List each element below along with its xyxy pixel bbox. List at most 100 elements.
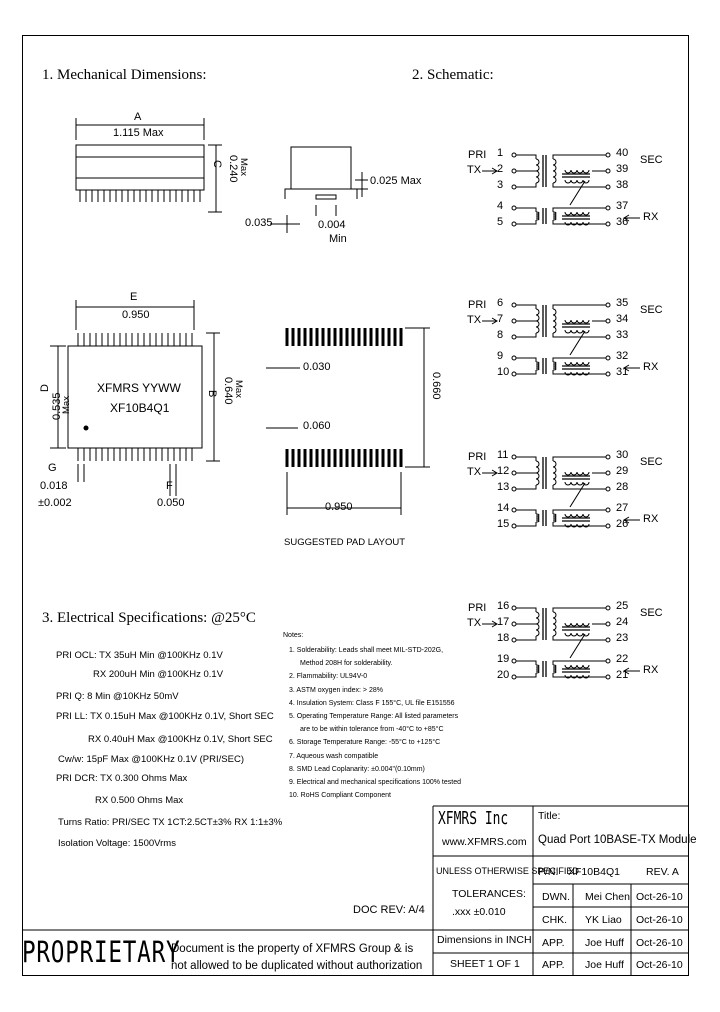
electrical-spec-line: PRI DCR: TX 0.300 Ohms Max [56, 773, 188, 784]
approval-date: Oct-26-10 [636, 914, 683, 926]
pin-number: 28 [616, 481, 629, 493]
company-website: www.XFMRS.com [442, 836, 527, 848]
pin-number: 2 [497, 163, 504, 175]
pin-number: 38 [616, 179, 629, 191]
electrical-heading: 3. Electrical Specifications: @25°C [42, 610, 256, 626]
tx-label: TX [467, 164, 482, 176]
sec-label: SEC [640, 607, 663, 619]
approval-date: Oct-26-10 [636, 891, 683, 903]
dim-c-max: Max [238, 158, 249, 176]
approval-role: CHK. [542, 914, 568, 926]
pad-span: 0.660 [430, 372, 442, 400]
dim-a-label: A [134, 111, 142, 123]
pin-number: 18 [497, 632, 510, 644]
pin-number: 3 [497, 179, 504, 191]
part-marking-line1: XFMRS YYWW [97, 381, 181, 395]
approval-date: Oct-26-10 [636, 937, 683, 949]
revision: REV. A [646, 866, 679, 878]
dimensions-unit: Dimensions in INCH [437, 934, 532, 946]
dim-g-label: G [48, 462, 57, 474]
tx-label: TX [467, 466, 482, 478]
dim-e-label: E [130, 291, 138, 303]
sec-label: SEC [640, 154, 663, 166]
dim-g-tolerance: ±0.002 [38, 497, 72, 509]
pin-number: 23 [616, 632, 629, 644]
dim-g-value: 0.018 [40, 480, 68, 492]
approval-name: Joe Huff [585, 937, 624, 949]
dim-f-label: F [166, 480, 173, 492]
pin-number: 30 [616, 449, 629, 461]
note-item: 8. SMD Lead Coplanarity: ±0.004"(0.10mm) [289, 765, 425, 773]
side-lead-height: 0.025 Max [370, 175, 422, 187]
pin-number: 24 [616, 616, 629, 628]
mech-heading: 1. Mechanical Dimensions: [42, 67, 207, 83]
pin-number: 32 [616, 350, 629, 362]
note-item: 2. Flammability: UL94V-0 [289, 673, 368, 681]
dim-b-value: 0.640 [222, 377, 234, 405]
pri-label: PRI [468, 602, 487, 614]
side-lead-thickness: 0.004 [318, 219, 346, 231]
pin-number: 15 [497, 518, 510, 530]
dim-c-label: C [211, 160, 223, 168]
pin-number: 6 [497, 297, 504, 309]
pin-number: 8 [497, 329, 504, 341]
pin-number: 12 [497, 465, 510, 477]
electrical-spec-line: RX 200uH Min @100KHz 0.1V [93, 669, 224, 680]
approval-name: YK Liao [585, 914, 622, 926]
dim-c-value: 0.240 [227, 155, 239, 183]
pin-number: 4 [497, 200, 504, 212]
sec-label: SEC [640, 304, 663, 316]
schematic-heading: 2. Schematic: [412, 67, 494, 83]
electrical-spec-line: PRI LL: TX 0.15uH Max @100KHz 0.1V, Shor… [56, 711, 274, 722]
approval-role: DWN. [542, 891, 570, 903]
pad-length: 0.950 [325, 501, 353, 513]
electrical-spec-line: RX 0.40uH Max @100KHz 0.1V, Short SEC [88, 734, 273, 745]
doc-revision: DOC REV: A/4 [353, 904, 425, 916]
pri-label: PRI [468, 451, 487, 463]
unless-specified: UNLESS OTHERWISE SPECIFIED [436, 866, 579, 876]
approval-role: APP. [542, 959, 565, 971]
dim-b-label: B [206, 390, 218, 398]
electrical-spec-line: PRI OCL: TX 35uH Min @100KHz 0.1V [56, 650, 223, 661]
tx-label: TX [467, 617, 482, 629]
pri-label: PRI [468, 299, 487, 311]
pad-width: 0.030 [303, 361, 331, 373]
pin-number: 14 [497, 502, 510, 514]
note-item: 9. Electrical and mechanical specificati… [289, 779, 461, 786]
pad-layout-caption: SUGGESTED PAD LAYOUT [284, 537, 406, 548]
pin-number: 27 [616, 502, 629, 514]
note-item: 7. Aqueous wash compatible [289, 752, 379, 760]
rx-label: RX [643, 361, 659, 373]
pin-number: 29 [616, 465, 629, 477]
sec-label: SEC [640, 456, 663, 468]
side-min: Min [329, 233, 347, 245]
pn-label: P/N: [538, 866, 559, 878]
pin-number: 39 [616, 163, 629, 175]
pin-number: 17 [497, 616, 510, 628]
pin-number: 20 [497, 669, 510, 681]
pin-number: 33 [616, 329, 629, 341]
pin-number: 40 [616, 147, 629, 159]
tolerance-value: .xxx ±0.010 [452, 906, 506, 918]
note-item: 6. Storage Temperature Range: -55°C to +… [289, 739, 441, 747]
approval-name: Mei Chen [585, 891, 630, 903]
pin-number: 37 [616, 200, 629, 212]
dim-d-max: Max [61, 396, 72, 414]
approval-name: Joe Huff [585, 959, 624, 971]
dim-f-value: 0.050 [157, 497, 185, 509]
pin-number: 7 [497, 313, 504, 325]
pin-number: 19 [497, 653, 510, 665]
pin-number: 36 [616, 216, 629, 228]
pin-number: 9 [497, 350, 504, 362]
rx-label: RX [643, 513, 659, 525]
rx-label: RX [643, 211, 659, 223]
electrical-spec-line: PRI Q: 8 Min @10KHz 50mV [56, 691, 179, 702]
pin-number: 25 [616, 600, 629, 612]
pad-pitch: 0.060 [303, 420, 331, 432]
pin-number: 11 [497, 449, 509, 461]
part-marking-line2: XF10B4Q1 [110, 401, 170, 415]
dim-d-label: D [39, 384, 51, 392]
tolerances-label: TOLERANCES: [452, 888, 526, 900]
approval-date: Oct-26-10 [636, 959, 683, 971]
rx-label: RX [643, 664, 659, 676]
